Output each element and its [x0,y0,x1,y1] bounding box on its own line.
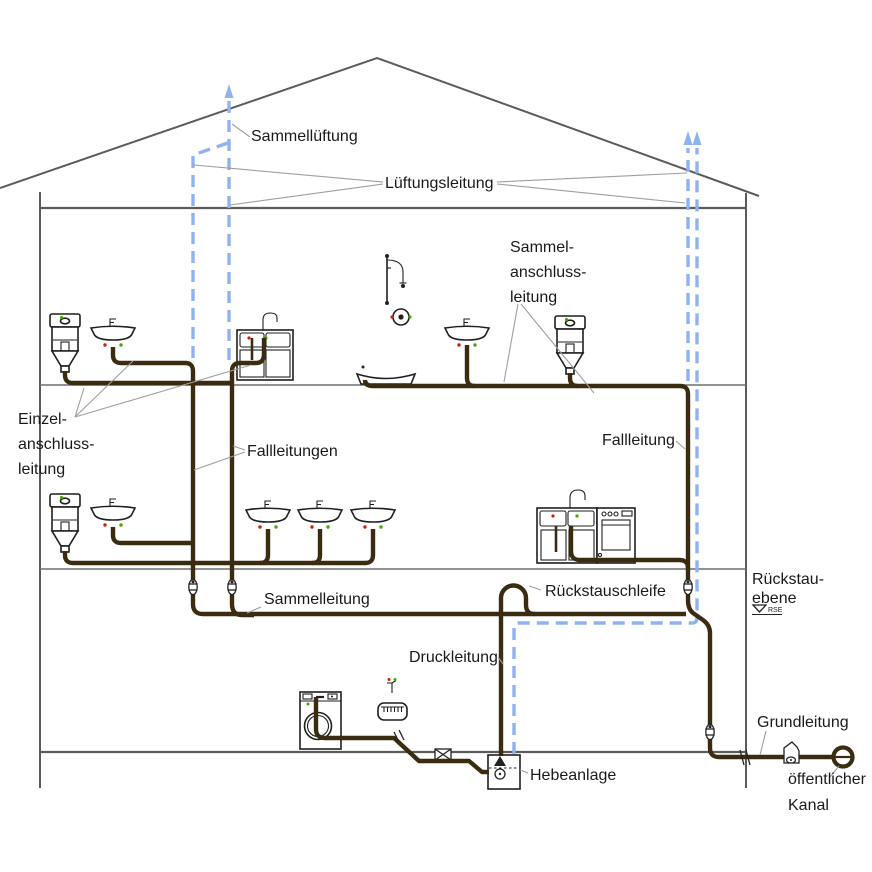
wall-penetration-icon [739,749,745,766]
utility-sink-icon [377,678,408,721]
labels: Sammellüftung Lüftungsleitung Sammel- an… [18,128,867,814]
label-einzelanschlussleitung-1: Einzel- [18,411,67,428]
cleanout-icon [682,578,694,596]
label-sammelleitung: Sammelleitung [264,591,370,608]
connection-basin-row-3 [364,529,376,566]
connection-toilet-right [567,373,579,389]
fittings: RSE [187,578,855,780]
label-sammelanschlussleitung-3: leitung [510,289,557,306]
toilet-icon [49,493,81,553]
vent-pipe-fallpipe1 [191,141,229,358]
druckleitung-rueckstauschleife-pipe [498,583,536,756]
fall-pipe-2 [229,371,254,618]
label-hebeanlage: Hebeanlage [530,767,616,784]
connection-toilet-top [62,371,230,386]
label-rueckstauschleife: Rückstauschleife [545,583,666,600]
fall-pipe-3-grundleitung [685,394,834,760]
label-sammellueftung: Sammellüftung [251,128,358,145]
label-rueckstauebene-2: ebene [752,590,797,607]
cleanout-icon [226,578,238,596]
floor-drain-icon [434,748,452,761]
vent-arrow-icon [692,131,702,145]
cleanout-icon [704,723,716,741]
washbasin-icon [245,500,291,530]
vent-arrow-icon [224,84,234,98]
washbasin-icon [90,318,136,348]
connection-kitchen-top [229,338,267,372]
connection-toilet-middle [62,551,366,566]
vent-arrow-icon [683,131,693,145]
washbasin-icon [297,500,343,530]
toilet-icon [49,313,81,373]
cleanout-icon [187,578,199,596]
basement-connection-pipe [313,697,489,775]
label-lueftungsleitung: Lüftungsleitung [385,175,494,192]
label-einzelanschlussleitung-2: anschluss- [18,436,94,453]
connection-washbasin-middle [110,527,193,546]
vent-pipes [191,84,702,754]
vent-pipe-lifting-station [512,148,699,754]
shower-tray-icon [355,365,417,385]
sammelanschluss-pipe [362,379,691,395]
slope-tick [398,729,405,741]
level-mark-icon: RSE [751,604,783,616]
connection-washbasin-center [464,345,476,389]
washbasin-icon [90,498,136,528]
level-mark-text: RSE [768,607,783,614]
shower-icon [385,254,412,326]
slope-tick [393,731,400,743]
label-grundleitung: Grundleitung [757,714,849,731]
label-oeffentlicher-kanal-1: öffentlicher [788,771,867,788]
label-sammelanschlussleitung-2: anschluss- [510,264,586,281]
check-valve-icon [494,756,506,766]
waste-pipes [62,338,834,775]
roof-outline [0,56,760,197]
sewer-manhole-icon [831,745,855,769]
backflow-valve-icon [783,741,800,764]
washing-machine-icon [299,691,342,750]
connection-basin-row-1 [259,529,271,566]
building-outline [0,56,760,788]
dishwasher-icon [596,507,636,564]
label-fallleitungen: Fallleitungen [247,443,338,460]
fall-pipe-1 [190,371,204,617]
washbasin-icon [350,500,396,530]
connection-basin-row-2 [311,529,323,566]
washbasin-icon [444,318,490,348]
connection-washbasin-top [110,347,196,372]
pointer-lines [74,123,840,778]
fixtures [49,254,636,790]
kitchen-sink-dishwasher-icon [536,489,636,564]
label-sammelanschlussleitung-1: Sammel- [510,239,574,256]
label-fallleitung: Fallleitung [602,432,675,449]
label-rueckstauebene-1: Rückstau- [752,571,824,588]
label-oeffentlicher-kanal-2: Kanal [788,797,829,814]
label-druckleitung: Druckleitung [409,649,498,666]
label-einzelanschlussleitung-3: leitung [18,461,65,478]
toilet-icon [554,315,586,375]
